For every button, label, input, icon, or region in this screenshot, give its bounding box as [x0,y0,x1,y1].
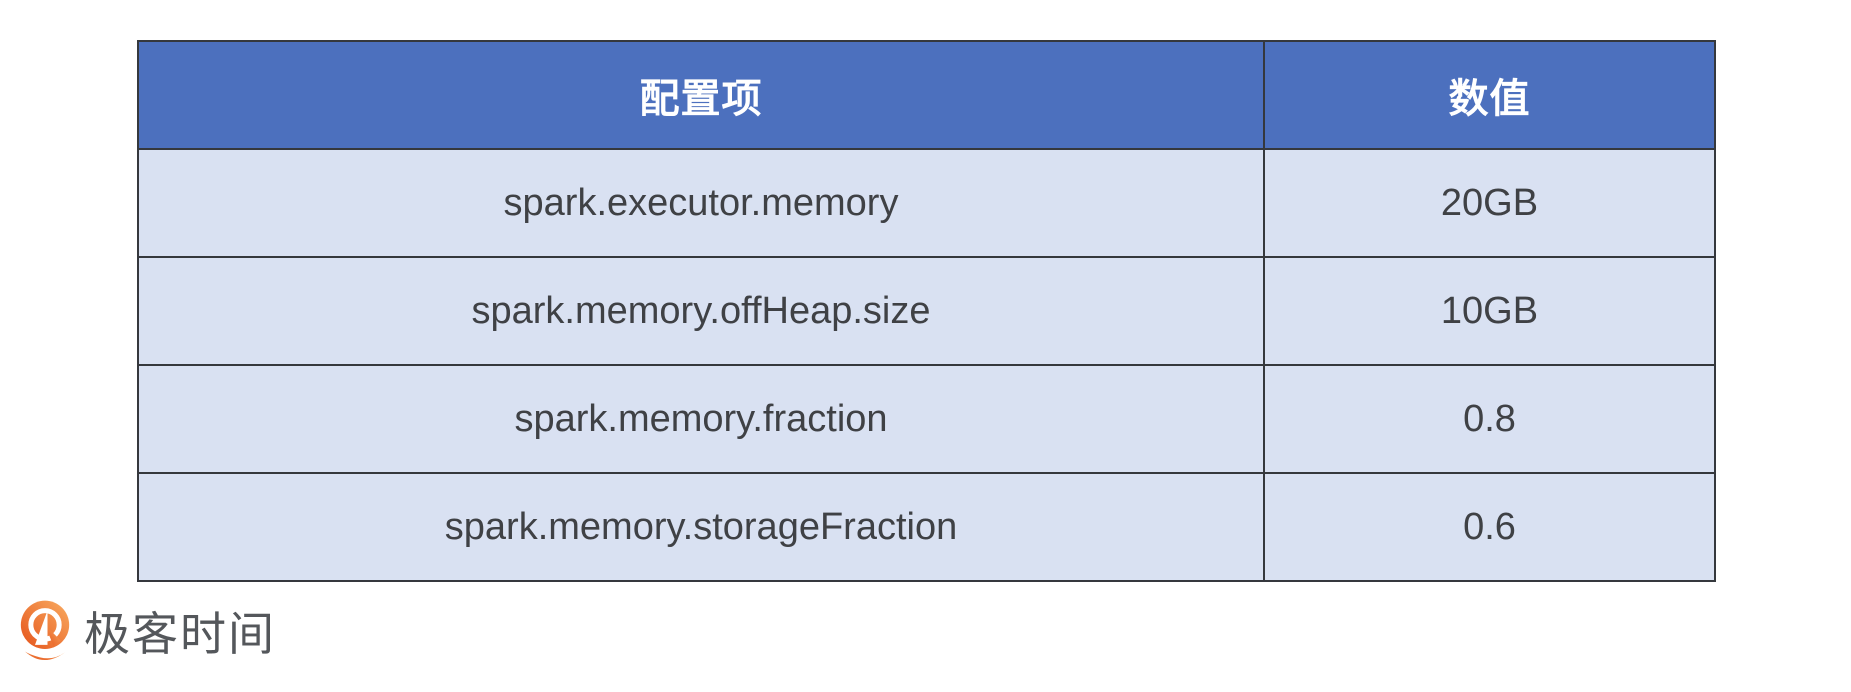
column-header-config: 配置项 [137,40,1265,150]
table-row: spark.executor.memory 20GB [137,148,1716,258]
table-header-row: 配置项 数值 [137,40,1716,150]
table-row: spark.memory.offHeap.size 10GB [137,256,1716,366]
config-value-cell: 20GB [1263,148,1716,258]
config-name-cell: spark.executor.memory [137,148,1265,258]
config-value-cell: 0.8 [1263,364,1716,474]
config-name-cell: spark.memory.offHeap.size [137,256,1265,366]
column-header-value: 数值 [1263,40,1716,150]
config-value-cell: 10GB [1263,256,1716,366]
table-row: spark.memory.fraction 0.8 [137,364,1716,474]
geektime-logo-icon [20,600,70,661]
config-name-cell: spark.memory.fraction [137,364,1265,474]
config-name-cell: spark.memory.storageFraction [137,472,1265,582]
spark-config-table: 配置项 数值 spark.executor.memory 20GB spark.… [137,40,1716,582]
config-value-cell: 0.6 [1263,472,1716,582]
geektime-logo-text: 极客时间 [84,608,276,660]
table-row: spark.memory.storageFraction 0.6 [137,472,1716,582]
geektime-logo: 极客时间 [20,598,276,670]
